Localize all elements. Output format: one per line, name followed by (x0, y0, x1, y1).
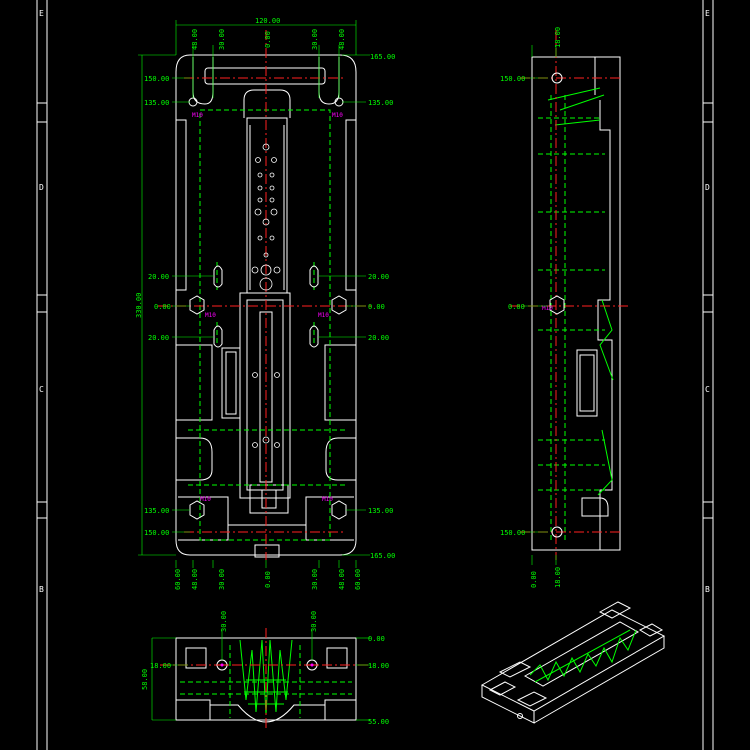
dim-right-135-bottom: 135.00 (368, 507, 393, 515)
side-dim-left-0: 0.00 (508, 303, 525, 311)
front-dim-height: 58.00 (141, 669, 149, 690)
isometric-view (480, 601, 666, 724)
dim-left-135-top: 135.00 (144, 99, 169, 107)
front-view: 30.00 30.00 0.00 18.00 55.00 18.00 58.00 (141, 611, 389, 728)
dim-top-30-right: 30.00 (311, 29, 319, 50)
side-view: M10 18.00 0.00 18.00 150.00 0.00 150.00 (500, 27, 630, 588)
dim-bottom-60-right: 60.00 (354, 569, 362, 590)
dim-right-165-bottom: 165.00 (370, 552, 395, 560)
frame-mark-right-e: E (705, 9, 710, 18)
dim-top-48-right: 48.00 (338, 29, 346, 50)
hole-label: M10 (322, 496, 333, 503)
dim-bottom-30-left: 30.00 (218, 569, 226, 590)
side-hole-label: M10 (542, 305, 553, 312)
frame-mark-left-b: B (39, 585, 44, 594)
dim-bottom-48-left: 48.00 (191, 569, 199, 590)
hole-label: M10 (318, 312, 329, 319)
dim-left-20-bottom: 20.00 (148, 334, 169, 342)
front-dim-top-right: 30.00 (310, 611, 318, 632)
side-dim-bottom-18: 18.00 (554, 567, 562, 588)
dim-bottom-48-right: 48.00 (338, 569, 346, 590)
hole-label: M10 (200, 496, 211, 503)
hole-label: M10 (205, 312, 216, 319)
front-dim-right-18: 18.00 (368, 662, 389, 670)
dim-bottom-60-left: 60.00 (174, 569, 182, 590)
front-dim-right-0: 0.00 (368, 635, 385, 643)
dim-left-0: 0.00 (154, 303, 171, 311)
dim-left-135-bottom: 135.00 (144, 507, 169, 515)
dim-overall-height: 330.00 (135, 293, 143, 318)
side-dim-top: 18.00 (554, 27, 562, 48)
dim-right-20-bottom: 20.00 (368, 334, 389, 342)
front-dim-left-18: 18.00 (150, 662, 171, 670)
frame-mark-right-d: D (705, 183, 710, 192)
frame-mark-left-c: C (39, 385, 44, 394)
dim-left-20-top: 20.00 (148, 273, 169, 281)
dim-right-0: 0.00 (368, 303, 385, 311)
frame-mark-left-d: D (39, 183, 44, 192)
dim-right-20-top: 20.00 (368, 273, 389, 281)
top-view: M10 M10 M10 M10 M10 M10 120.0 (135, 17, 395, 590)
dim-bottom-center: 0.00 (264, 571, 272, 588)
dim-top-30-left: 30.00 (218, 29, 226, 50)
frame-mark-right-c: C (705, 385, 710, 394)
side-dim-bottom-0: 0.00 (530, 571, 538, 588)
front-dim-top-left: 30.00 (220, 611, 228, 632)
hole-label: M10 (332, 112, 343, 119)
frame-mark-left-e: E (39, 9, 44, 18)
frame-mark-right-b: B (705, 585, 710, 594)
dim-right-165-top: 165.00 (370, 53, 395, 61)
hole-label: M10 (192, 112, 203, 119)
front-dim-right-55: 55.00 (368, 718, 389, 726)
drawing-frame: E D C B E D C B (36, 0, 714, 750)
dim-left-150-top: 150.00 (144, 75, 169, 83)
side-dim-left-150-top: 150.00 (500, 75, 525, 83)
dim-top-overall: 120.00 (255, 17, 280, 25)
dim-left-150-bottom: 150.00 (144, 529, 169, 537)
dim-top-center: 0.00 (264, 31, 272, 48)
dim-top-48-left: 48.00 (191, 29, 199, 50)
side-dim-left-150-bottom: 150.00 (500, 529, 525, 537)
dim-right-135-top: 135.00 (368, 99, 393, 107)
dim-bottom-30-right: 30.00 (311, 569, 319, 590)
